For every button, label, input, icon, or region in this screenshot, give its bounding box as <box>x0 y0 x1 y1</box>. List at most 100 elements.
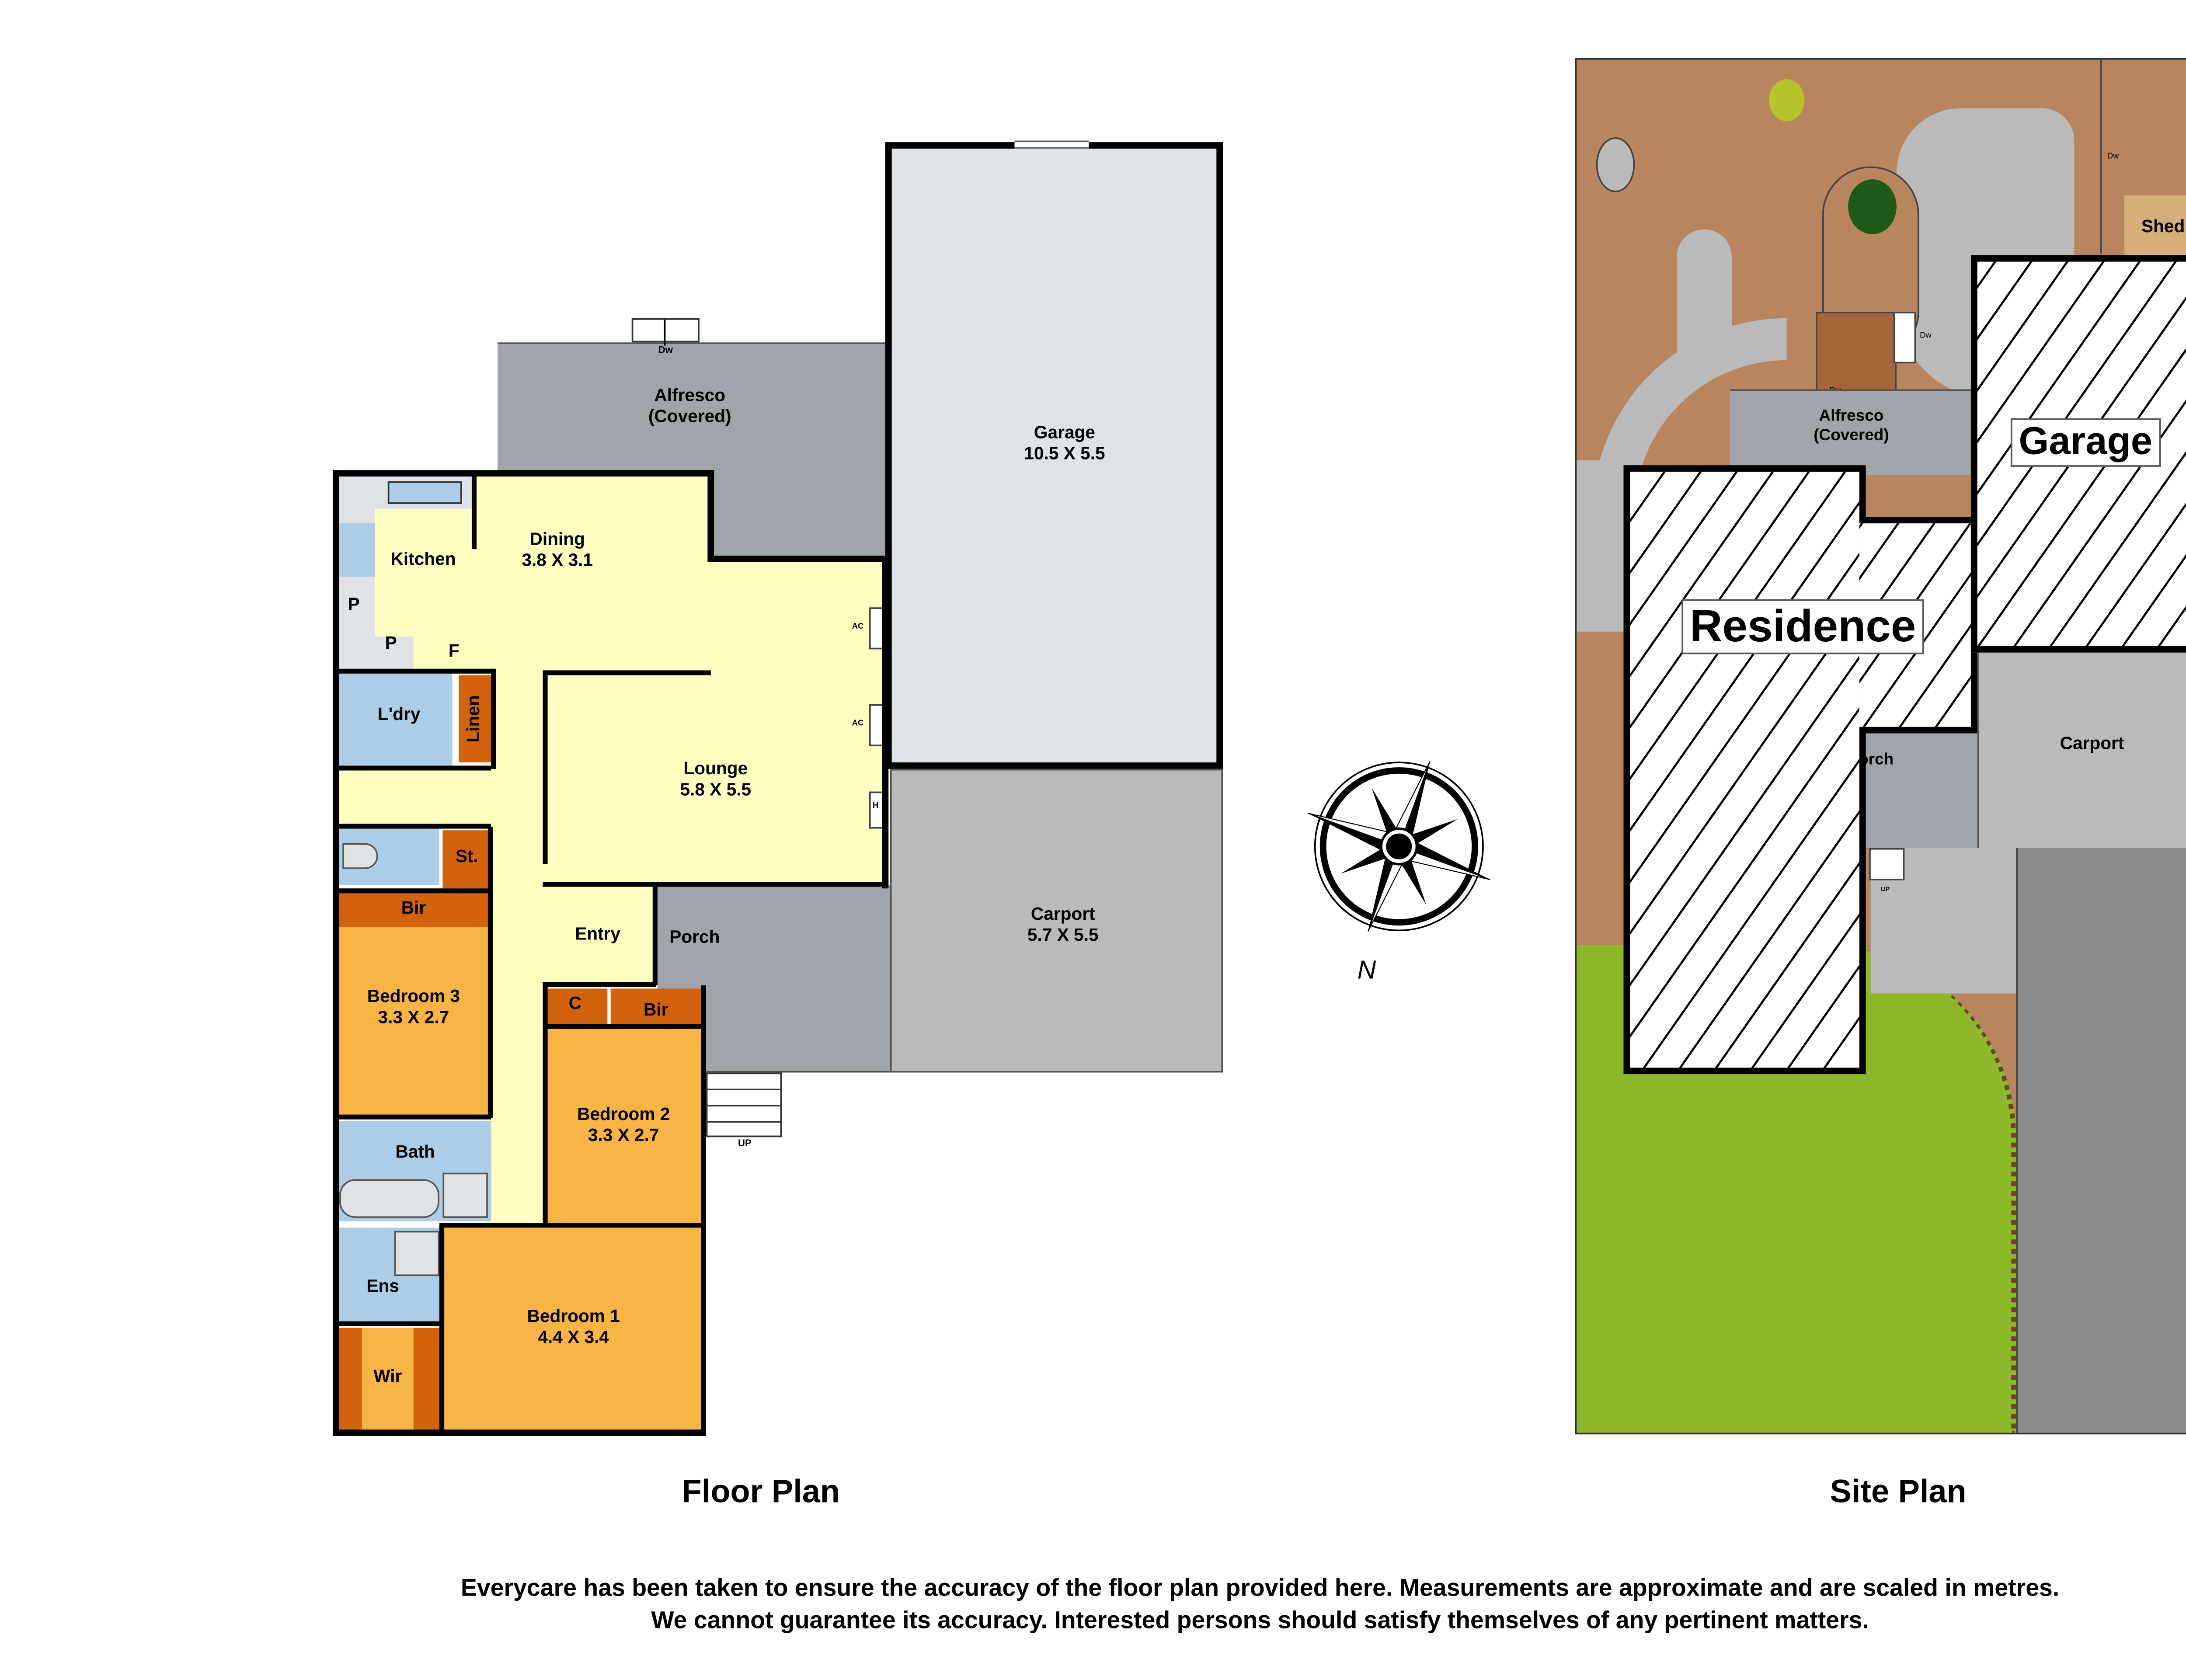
kitchen-label: Kitchen <box>390 550 456 570</box>
floor-plan-title: Floor Plan <box>682 1475 840 1510</box>
wall <box>652 885 658 985</box>
wall <box>543 982 656 987</box>
ac-label-2: AC <box>852 719 864 729</box>
fridge-label: F <box>448 642 459 662</box>
room-bedroom2 <box>546 1027 705 1224</box>
porch-stairs <box>706 1072 782 1137</box>
disclaimer-line-2: We cannot guarantee its accuracy. Intere… <box>651 1607 1869 1635</box>
residence-label: Residence <box>1681 599 1924 654</box>
ensuite-shower-icon <box>394 1231 440 1277</box>
pantry-2 <box>336 636 414 669</box>
ac-label-1: AC <box>852 622 864 632</box>
garden-path <box>1677 229 1732 375</box>
room-store <box>442 830 491 889</box>
shed-label: Shed <box>2141 217 2185 237</box>
wall <box>882 556 889 889</box>
garage-window <box>1014 140 1089 149</box>
room-garage <box>885 142 1223 769</box>
wall <box>543 882 889 887</box>
store-label: St. <box>455 847 478 867</box>
site-carport-label: Carport <box>2060 734 2124 754</box>
room-coat <box>546 988 608 1024</box>
room-bir3 <box>336 891 491 927</box>
disclaimer-line-1: Everycare has been taken to ensure the a… <box>460 1575 2060 1603</box>
site-carport <box>1977 651 2186 848</box>
shower-icon <box>442 1172 488 1218</box>
wir-floor <box>362 1328 414 1431</box>
dw-label: Dw <box>658 346 673 356</box>
pantry-label: P <box>348 595 360 615</box>
room-carport <box>890 769 1223 1073</box>
room-laundry <box>336 672 453 766</box>
bathtub-icon <box>339 1179 440 1218</box>
wall <box>333 470 714 477</box>
site-stairs <box>1869 848 1905 880</box>
deck <box>1816 312 1897 396</box>
dw-label-3: Dw <box>2107 152 2119 162</box>
wall <box>333 1114 491 1120</box>
pantry-2-label: P <box>385 634 397 654</box>
wall <box>439 1223 445 1433</box>
site-alfresco <box>1730 389 1981 475</box>
wall <box>491 668 496 769</box>
room-entry <box>549 885 656 985</box>
side-garden <box>1577 631 1626 1003</box>
laundry-label: L'dry <box>377 705 421 725</box>
room-linen <box>459 675 491 763</box>
shed <box>2124 195 2186 257</box>
coat-label: C <box>568 994 582 1014</box>
wall <box>487 827 493 1118</box>
deck-stairs <box>1893 312 1916 364</box>
alfresco-stairs <box>631 318 700 343</box>
wall <box>707 470 714 561</box>
wall <box>333 824 491 829</box>
hall-side <box>336 765 498 824</box>
shrub-icon <box>1769 79 1805 122</box>
wall <box>333 765 491 771</box>
linen-label: Linen <box>464 695 484 743</box>
wall <box>439 1223 706 1228</box>
heater-label: H <box>872 801 879 811</box>
wall <box>543 982 548 1224</box>
toilet-icon <box>342 843 378 869</box>
cooktop-icon <box>336 523 375 577</box>
room-bedroom1 <box>442 1228 705 1431</box>
wall <box>333 668 494 674</box>
wall <box>543 670 548 864</box>
pond-icon <box>1596 137 1635 192</box>
porch-label: Porch <box>669 928 720 948</box>
wall <box>701 985 706 1435</box>
wall <box>543 670 711 675</box>
site-up-label: UP <box>1880 884 1890 893</box>
room-lounge <box>546 559 885 885</box>
wall <box>333 1321 443 1326</box>
wall <box>333 470 339 1435</box>
compass-rose: N <box>1292 746 1502 988</box>
fence-line <box>2100 59 2102 254</box>
wall <box>333 1430 706 1436</box>
wall <box>333 888 491 894</box>
compass-icon <box>1308 761 1490 932</box>
tree-icon <box>1848 179 1897 234</box>
wall <box>543 1024 705 1029</box>
pantry-1 <box>336 588 375 633</box>
up-label: UP <box>738 1140 752 1150</box>
site-boundary: Dw Dw Dw Shed Alfresco(Covered) Carport … <box>1575 58 2186 1435</box>
room-bir2 <box>610 988 705 1024</box>
wir-label: Wir <box>373 1367 402 1387</box>
north-label: N <box>1357 957 1376 985</box>
site-alfresco-label: Alfresco(Covered) <box>1814 407 1889 445</box>
sink-icon <box>387 481 462 504</box>
wall <box>471 475 477 550</box>
dw-label-1: Dw <box>1920 331 1932 341</box>
driveway <box>2016 848 2186 1433</box>
ensuite-label: Ens <box>366 1277 400 1297</box>
wall <box>707 556 887 562</box>
alfresco-label: Alfresco(Covered) <box>648 386 731 427</box>
